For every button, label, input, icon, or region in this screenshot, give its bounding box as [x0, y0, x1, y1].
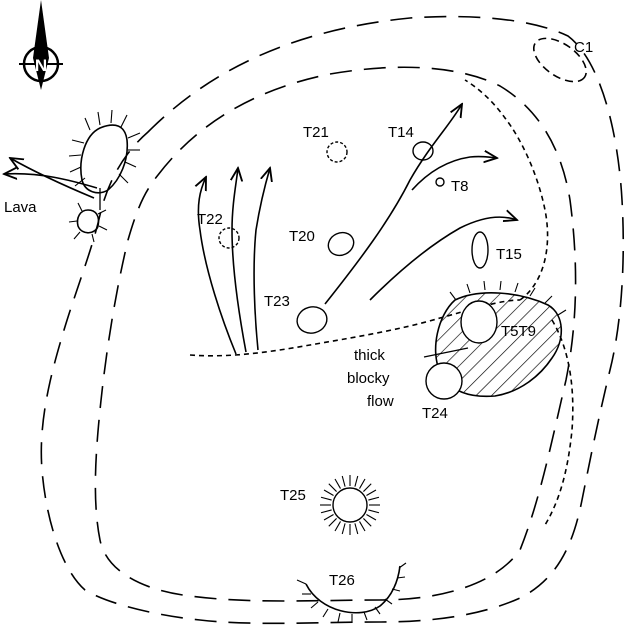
t25-hachure — [363, 518, 372, 527]
vent-t14 — [412, 141, 434, 161]
label-lava: Lava — [4, 199, 37, 216]
flow-note-line-3: flow — [367, 393, 394, 410]
t25-hachure — [328, 518, 337, 527]
label-t25: T25 — [280, 487, 306, 504]
label-t24: T24 — [422, 405, 448, 422]
flow-boundary-east — [464, 79, 549, 301]
label-t23: T23 — [264, 293, 290, 310]
lava-cone-large — [68, 109, 141, 194]
t25-hachure — [320, 496, 332, 501]
t25-hachure — [368, 496, 380, 501]
t25-hachure — [363, 483, 372, 492]
vent-t21 — [326, 141, 348, 163]
label-t22: T22 — [197, 211, 223, 228]
t25-hachure — [368, 509, 380, 514]
vent-t23 — [296, 306, 328, 334]
vent-t8 — [435, 177, 445, 187]
lava-arrows — [4, 158, 98, 199]
label-t21: T21 — [303, 124, 329, 141]
vent-t20 — [327, 231, 355, 257]
t25-hachure — [323, 489, 334, 496]
t25-hachure — [320, 509, 332, 514]
flow-arrows — [198, 104, 517, 355]
label-t20: T20 — [289, 228, 315, 245]
north-arrow-icon: N — [19, 0, 63, 90]
label-c1: C1 — [574, 39, 593, 56]
t25-hachure — [341, 523, 346, 535]
t25-hachure — [366, 489, 377, 496]
flow-note-leader — [423, 347, 469, 358]
vent-t24 — [425, 362, 463, 400]
cone-t26 — [296, 562, 407, 623]
c1-crater-outline — [532, 37, 588, 83]
t25-hachure — [328, 483, 337, 492]
flow-note-line-1: thick — [354, 347, 385, 364]
t25-hachure — [323, 514, 334, 521]
t25-hachure — [334, 478, 341, 489]
blocky-flow-ticks — [449, 280, 567, 316]
label-t14: T14 — [388, 124, 414, 141]
lava-cone-small — [68, 202, 108, 243]
t25-hachure — [354, 475, 359, 487]
t25-hachure — [341, 475, 346, 487]
t25-hachure — [359, 478, 366, 489]
t25-hachure — [354, 523, 359, 535]
label-t8: T8 — [451, 178, 469, 195]
north-label: N — [35, 56, 47, 75]
t25-hachure — [334, 521, 341, 532]
vent-t15 — [471, 231, 489, 269]
cone-t25 — [320, 475, 380, 535]
t25-hachure — [366, 514, 377, 521]
vent-t5t9 — [460, 300, 498, 344]
t25-hachure — [359, 521, 366, 532]
inner-boundary — [94, 66, 577, 602]
label-t5t9: T5T9 — [501, 323, 536, 340]
outer-boundary — [40, 15, 625, 625]
flow-note-line-2: blocky — [347, 370, 390, 387]
label-t15: T15 — [496, 246, 522, 263]
vent-t22 — [218, 227, 240, 249]
label-t26: T26 — [329, 572, 355, 589]
